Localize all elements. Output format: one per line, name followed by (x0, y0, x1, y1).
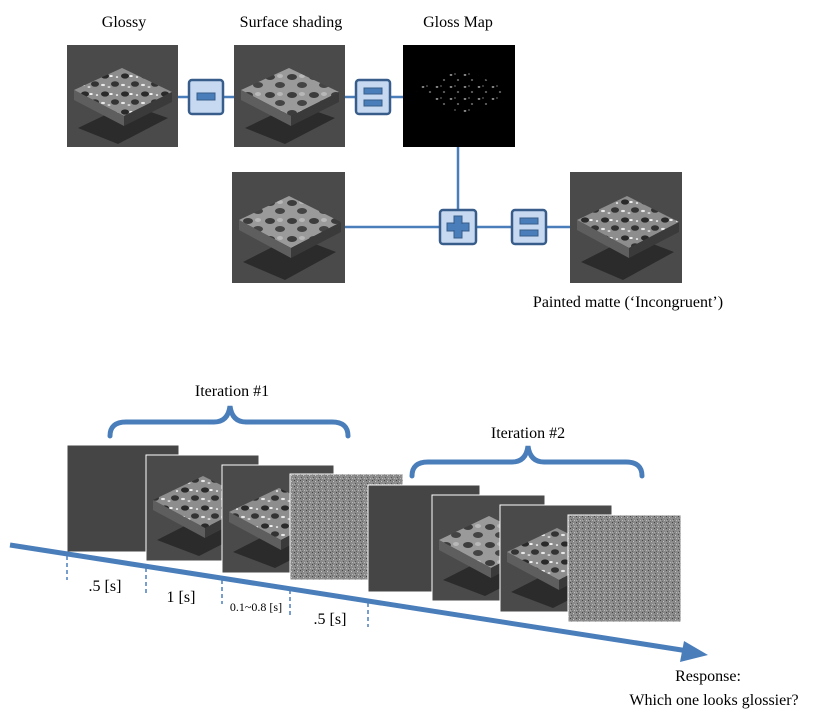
painted-matte-image (570, 172, 682, 283)
iteration-1-brace (107, 405, 351, 439)
gloss-map-image (403, 45, 515, 147)
response-question: Which one looks glossier? (629, 692, 798, 709)
surface-shading-image (234, 45, 345, 147)
time-arrow (9, 542, 708, 662)
plus-icon (438, 208, 478, 246)
duration-label: 0.1~0.8 [s] (230, 600, 282, 614)
equals-icon (510, 208, 548, 246)
minus-icon (187, 78, 225, 116)
matte-surface-image (232, 172, 345, 283)
duration-label: .5 [s] (89, 578, 122, 595)
duration-label: .5 [s] (314, 611, 347, 628)
iteration-2-brace (409, 445, 645, 479)
label-surface-shading: Surface shading (240, 14, 343, 31)
time-ticks (66, 556, 369, 627)
iteration-2-label: Iteration #2 (491, 425, 565, 442)
connector-lines (178, 95, 570, 230)
equals-icon (354, 78, 392, 116)
label-glossy: Glossy (102, 14, 146, 31)
noise-mask-frame (567, 514, 682, 623)
iteration-1-label: Iteration #1 (195, 383, 269, 400)
label-gloss-map: Gloss Map (423, 14, 493, 31)
response-label: Response: (675, 668, 741, 685)
duration-label: 1 [s] (167, 589, 196, 606)
glossy-image (67, 45, 178, 147)
label-painted-matte: Painted matte (‘Incongruent’) (533, 294, 723, 311)
